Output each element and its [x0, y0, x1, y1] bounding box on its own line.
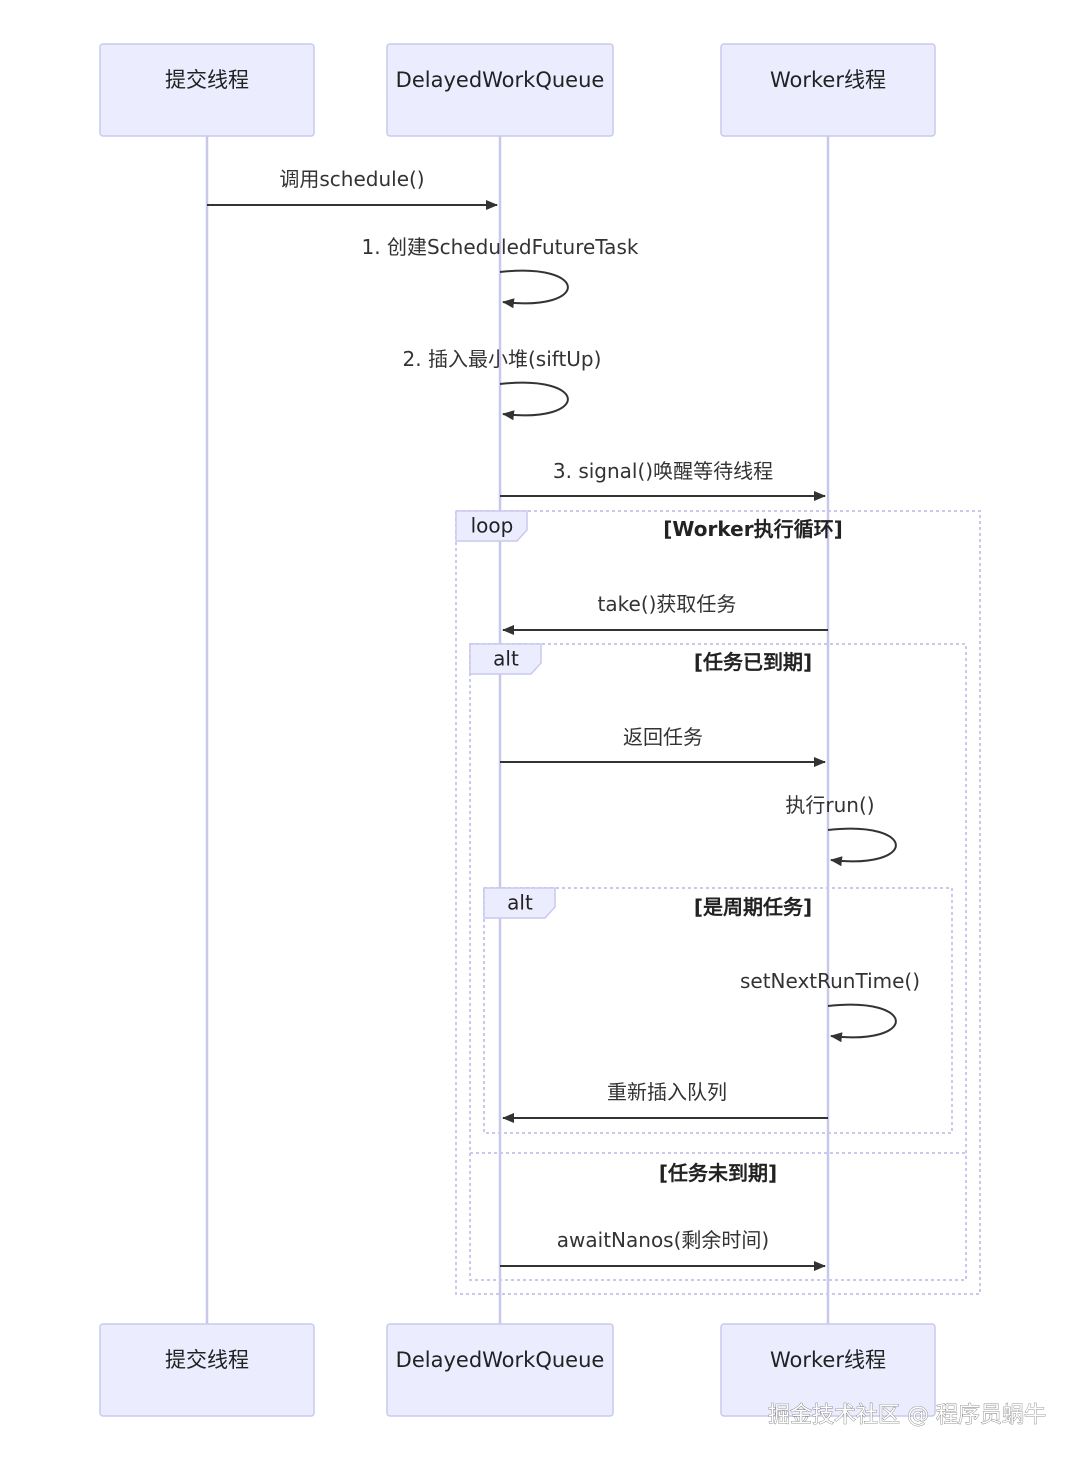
watermark: 掘金技术社区 @ 程序员蜗牛	[768, 1403, 1046, 1428]
message-reinsert: 重新插入队列	[502, 1080, 828, 1123]
alt-frame-due-label: alt	[493, 647, 519, 671]
alt-frame-periodic: alt [是周期任务]	[483, 887, 953, 1134]
message-label: 1. 创建ScheduledFutureTask	[362, 235, 639, 259]
actor-label: Worker线程	[770, 68, 886, 92]
message-label: take()获取任务	[598, 592, 737, 616]
alt-frame-due: alt [任务已到期] [任务未到期]	[469, 643, 967, 1281]
message-label: awaitNanos(剩余时间)	[557, 1228, 769, 1252]
message-label: 重新插入队列	[607, 1080, 727, 1104]
actor-label: Worker线程	[770, 1348, 886, 1372]
loop-frame-condition: [Worker执行循环]	[663, 517, 842, 541]
message-label: 返回任务	[623, 725, 703, 749]
actor-top-submit-thread: 提交线程	[99, 43, 315, 137]
alt-frame-periodic-condition: [是周期任务]	[694, 895, 812, 919]
alt-frame-due-condition: [任务已到期]	[694, 650, 812, 674]
actor-top-delayed-work-queue: DelayedWorkQueue	[386, 43, 614, 137]
actor-label: 提交线程	[165, 1348, 249, 1372]
message-take: take()获取任务	[502, 592, 828, 635]
message-label: setNextRunTime()	[740, 969, 920, 993]
actor-label: 提交线程	[165, 68, 249, 92]
message-label: 执行run()	[785, 793, 874, 817]
actor-label: DelayedWorkQueue	[396, 1348, 605, 1372]
message-create-task: 1. 创建ScheduledFutureTask	[362, 235, 639, 309]
actor-top-worker-thread: Worker线程	[720, 43, 936, 137]
message-await-nanos: awaitNanos(剩余时间)	[500, 1228, 826, 1271]
message-return-task: 返回任务	[500, 725, 826, 767]
actor-bottom-submit-thread: 提交线程	[99, 1323, 315, 1417]
message-label: 2. 插入最小堆(siftUp)	[403, 347, 602, 371]
message-insert-heap: 2. 插入最小堆(siftUp)	[403, 347, 602, 421]
message-label: 调用schedule()	[279, 167, 424, 191]
message-signal: 3. signal()唤醒等待线程	[500, 459, 826, 501]
actor-bottom-delayed-work-queue: DelayedWorkQueue	[386, 1323, 614, 1417]
actor-label: DelayedWorkQueue	[396, 68, 605, 92]
message-schedule: 调用schedule()	[207, 167, 498, 210]
message-label: 3. signal()唤醒等待线程	[553, 459, 773, 483]
alt-frame-periodic-label: alt	[507, 891, 533, 915]
actor-bottom-worker-thread: Worker线程	[720, 1323, 936, 1417]
message-run: 执行run()	[785, 793, 897, 867]
loop-frame-label: loop	[471, 514, 514, 538]
alt-frame-else-condition: [任务未到期]	[659, 1161, 777, 1185]
message-set-next-run-time: setNextRunTime()	[740, 969, 920, 1043]
loop-frame: loop [Worker执行循环]	[455, 510, 981, 1295]
